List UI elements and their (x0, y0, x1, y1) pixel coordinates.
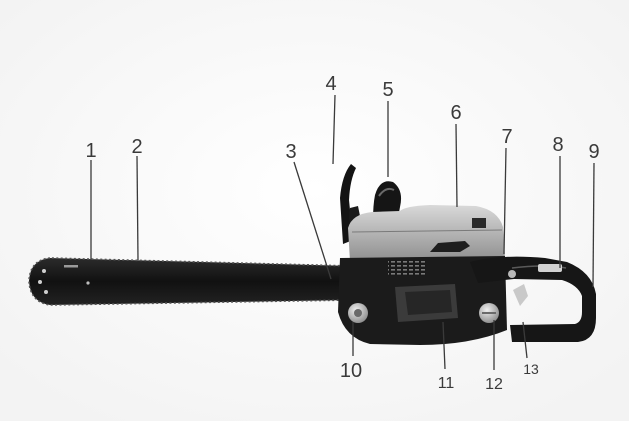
part-label-13: 13 (523, 361, 539, 377)
part-label-7: 7 (501, 126, 512, 148)
starter-handle (430, 241, 470, 252)
part-label-12: 12 (485, 376, 503, 393)
stop-switch (508, 270, 516, 278)
part-label-6: 6 (450, 102, 461, 124)
part-label-5: 5 (382, 79, 393, 101)
part-label-10: 10 (340, 360, 362, 382)
part-label-2: 2 (131, 136, 142, 158)
cooling-vents (388, 260, 426, 276)
part-label-9: 9 (588, 141, 599, 163)
rear-handle (470, 256, 596, 342)
part-number-labels: 1 2 3 4 5 6 7 8 9 10 11 12 13 (85, 73, 599, 393)
engine-body (338, 241, 507, 345)
leader-lines (90, 94, 595, 370)
engine-cover (348, 205, 505, 261)
part-label-1: 1 (85, 140, 96, 162)
guide-bar (28, 257, 353, 306)
throttle-trigger (513, 284, 528, 306)
part-label-8: 8 (552, 134, 563, 156)
chainsaw-illustration (28, 164, 596, 345)
part-label-11: 11 (438, 375, 455, 392)
part-label-3: 3 (285, 141, 296, 163)
part-label-4: 4 (325, 73, 336, 95)
